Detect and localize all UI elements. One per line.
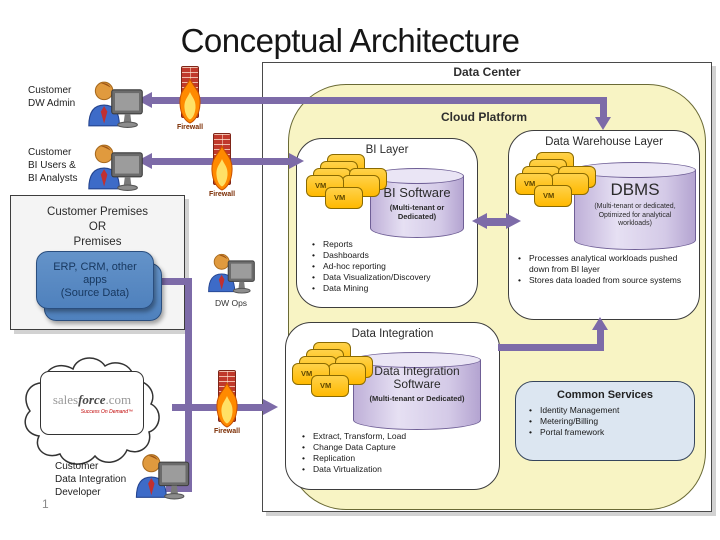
- data-integration-bullets: Extract, Transform, Load Change Data Cap…: [300, 431, 490, 475]
- bullet-item: Data Visualization/Discovery: [310, 272, 472, 283]
- user-workstation-icon: [208, 253, 255, 294]
- dw-vm-stack: VM VM: [514, 152, 596, 224]
- connector-developer-to-trunk: [166, 485, 192, 492]
- arrow-bilayer-dwlayer: [485, 218, 507, 226]
- arrowhead-right: [506, 213, 521, 229]
- user-workstation-icon: [135, 454, 190, 500]
- data-warehouse-layer-title: Data Warehouse Layer: [545, 136, 663, 148]
- data-integration-title: Data Integration: [351, 328, 434, 340]
- data-integration-software-subtitle: (Multi-tenant or Dedicated): [369, 394, 465, 403]
- bi-layer-title: BI Layer: [365, 144, 409, 156]
- arrowhead-down: [595, 117, 611, 130]
- bullet-item: Extract, Transform, Load: [300, 431, 490, 442]
- bullet-item: Replication: [300, 453, 490, 464]
- salesforce-logo-box: salesforce.com Success On Demand™: [40, 371, 144, 435]
- customer-di-developer-label: Customer Data Integration Developer: [55, 461, 127, 498]
- data-integration-software-label: Data Integration Software: [374, 364, 460, 391]
- cylinder-body: [353, 360, 481, 430]
- bullet-item: Stores data loaded from source systems: [516, 275, 692, 286]
- bullet-item: Data Mining: [310, 283, 472, 294]
- flame-icon: [216, 382, 238, 428]
- page-number: 1: [42, 497, 49, 511]
- arrowhead-right: [263, 399, 278, 415]
- bullet-item: Processes analytical workloads pushed do…: [516, 253, 692, 275]
- firewall-label: Firewall: [208, 191, 236, 198]
- salesforce-tagline: Success On Demand™: [80, 408, 133, 415]
- vm-box: VM: [325, 187, 363, 209]
- dw-ops-label: DW Ops: [214, 298, 248, 308]
- customer-dw-admin-label: Customer DW Admin: [28, 85, 76, 109]
- bullet-item: Identity Management: [527, 405, 687, 416]
- firewall-label: Firewall: [176, 124, 204, 131]
- dbms-subtitle: (Multi-tenant or dedicated, Optimized fo…: [594, 203, 676, 227]
- arrow-dwadmin-elbow: [600, 104, 607, 118]
- customer-premises-title: Customer Premises OR Premises: [47, 206, 148, 248]
- firewall-label: Firewall: [213, 428, 241, 435]
- flame-icon: [211, 145, 233, 191]
- flame-icon: [179, 78, 201, 124]
- salesforce-logo: salesforce.com: [53, 392, 131, 408]
- bullet-item: Ad-hoc reporting: [310, 261, 472, 272]
- dbms-cylinder: DBMS (Multi-tenant or dedicated, Optimiz…: [574, 162, 696, 250]
- dbms-label: DBMS: [610, 180, 660, 199]
- arrowhead-left: [472, 213, 487, 229]
- common-services-title: Common Services: [557, 389, 653, 401]
- bi-software-subtitle: (Multi-tenant or Dedicated): [389, 203, 445, 221]
- slide-title: Conceptual Architecture: [180, 22, 520, 59]
- data-integration-software-cylinder: Data Integration Software (Multi-tenant …: [353, 352, 481, 430]
- user-workstation-icon: [88, 144, 143, 191]
- arrowhead-up: [592, 317, 608, 330]
- bi-software-label: BI Software: [383, 185, 451, 200]
- bullet-item: Portal framework: [527, 427, 687, 438]
- cloud-platform-label: Cloud Platform: [441, 110, 527, 124]
- data-center-label: Data Center: [453, 65, 521, 79]
- bullet-item: Reports: [310, 239, 472, 250]
- bullet-item: Data Virtualization: [300, 464, 490, 475]
- bullet-item: Change Data Capture: [300, 442, 490, 453]
- bullet-item: Dashboards: [310, 250, 472, 261]
- bullet-item: Metering/Billing: [527, 416, 687, 427]
- cylinder-body: [574, 170, 696, 250]
- arrowhead-right: [289, 153, 304, 169]
- arrow-di-to-dwlayer: [498, 344, 604, 351]
- connector-trunk-vertical: [185, 278, 192, 492]
- di-vm-stack: VM VM: [291, 342, 373, 414]
- common-services-bullets: Identity Management Metering/Billing Por…: [527, 405, 687, 438]
- salesforce-logo-force: force: [78, 391, 106, 407]
- connector-erp-to-trunk: [152, 278, 192, 285]
- salesforce-logo-sales: sales: [52, 391, 79, 407]
- arrow-dwadmin-to-dwlayer: [152, 97, 607, 104]
- vm-box: VM: [534, 185, 572, 207]
- vm-box: VM: [311, 375, 349, 397]
- bi-layer-bullets: Reports Dashboards Ad-hoc reporting Data…: [310, 239, 472, 294]
- erp-source-box: ERP, CRM, other apps (Source Data): [36, 251, 154, 309]
- bi-vm-stack: VM VM: [305, 154, 387, 226]
- arrow-di-elbow: [597, 330, 604, 344]
- user-workstation-icon: [88, 81, 143, 128]
- customer-bi-users-label: Customer BI Users & BI Analysts: [28, 147, 78, 184]
- dw-layer-bullets: Processes analytical workloads pushed do…: [516, 253, 692, 286]
- salesforce-logo-com: .com: [105, 391, 132, 407]
